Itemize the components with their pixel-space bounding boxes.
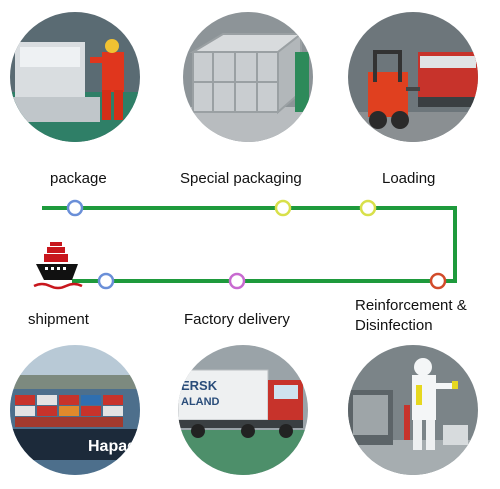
step-label-shipment: shipment	[28, 311, 89, 328]
step-label-package: package	[50, 170, 107, 187]
node-factory-delivery	[228, 272, 246, 290]
container-ship-photo: Hapag	[10, 345, 140, 475]
cargo-ship-icon	[33, 242, 83, 290]
worker-wrapping-machine-photo	[10, 12, 140, 142]
step-label-reinforcement-line1: Reinforcement &	[355, 297, 467, 314]
step-label-reinforcement: Reinforcement & Disinfection	[355, 296, 467, 336]
photo-shipment: Hapag	[10, 345, 140, 475]
container-text-2: ALAND	[181, 396, 220, 408]
step-label-factory-delivery: Factory delivery	[184, 311, 290, 328]
node-package	[66, 199, 84, 217]
node-special-packaging	[274, 199, 292, 217]
photo-factory-delivery: ERSK ALAND	[178, 345, 308, 475]
node-reinforcement	[429, 272, 447, 290]
step-label-special-packaging: Special packaging	[180, 170, 302, 187]
step-label-loading: Loading	[382, 170, 436, 187]
step-label-reinforcement-line2: Disinfection	[355, 317, 433, 334]
ship-hull-text: Hapag	[88, 438, 137, 455]
photo-package	[10, 12, 140, 142]
container-text-1: ERSK	[181, 378, 218, 393]
photo-reinforcement-disinfection	[348, 345, 478, 475]
worker-disinfecting-photo	[348, 345, 478, 475]
node-loading	[359, 199, 377, 217]
node-shipment	[97, 272, 115, 290]
container-truck-photo: ERSK ALAND	[178, 345, 308, 475]
flow-path	[42, 206, 457, 283]
